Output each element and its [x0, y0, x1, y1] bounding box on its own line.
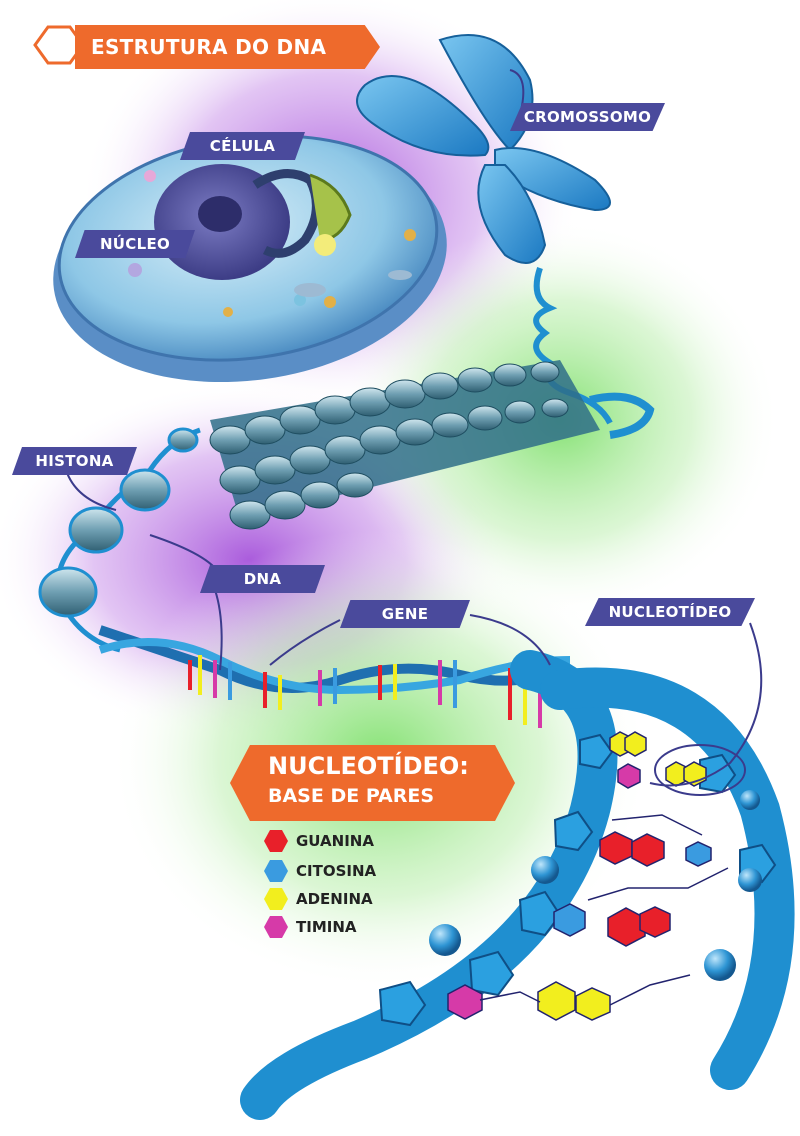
legend-subtitle: BASE DE PARES: [268, 785, 435, 807]
base-pairs: [447, 731, 729, 1021]
legend-item-guanina: GUANINA: [264, 830, 374, 852]
cell-illustration: [53, 134, 447, 383]
hexagon-icon: [264, 830, 288, 852]
label-celula: CÉLULA: [180, 132, 305, 160]
histone-beads: [38, 427, 201, 653]
legend-item-citosina: CITOSINA: [264, 860, 376, 882]
legend-label: CITOSINA: [296, 862, 377, 880]
label-dna: DNA: [200, 565, 325, 593]
chromatin-fiber: [209, 360, 600, 530]
label-cromossomo: CROMOSSOMO: [510, 103, 665, 131]
dna-helix-small: [98, 625, 573, 728]
hexagon-icon: [264, 860, 288, 882]
hexagon-icon: [264, 888, 288, 910]
label-nucleo: NÚCLEO: [75, 230, 195, 258]
legend-panel: [230, 745, 515, 821]
legend-title: NUCLEOTÍDEO:: [268, 752, 469, 780]
legend-item-adenina: ADENINA: [264, 888, 373, 910]
hexagon-icon: [264, 916, 288, 938]
legend-label: ADENINA: [296, 890, 373, 908]
label-nucleotideo: NUCLEOTÍDEO: [585, 598, 755, 626]
legend-item-timina: TIMINA: [264, 916, 356, 938]
legend-label: TIMINA: [296, 918, 357, 936]
legend-label: GUANINA: [296, 832, 374, 850]
page-title: ESTRUTURA DO DNA: [75, 25, 380, 69]
label-gene: GENE: [340, 600, 470, 628]
dna-helix-large: [240, 650, 795, 1120]
label-histona: HISTONA: [12, 447, 137, 475]
chromosome-illustration: [356, 34, 655, 439]
